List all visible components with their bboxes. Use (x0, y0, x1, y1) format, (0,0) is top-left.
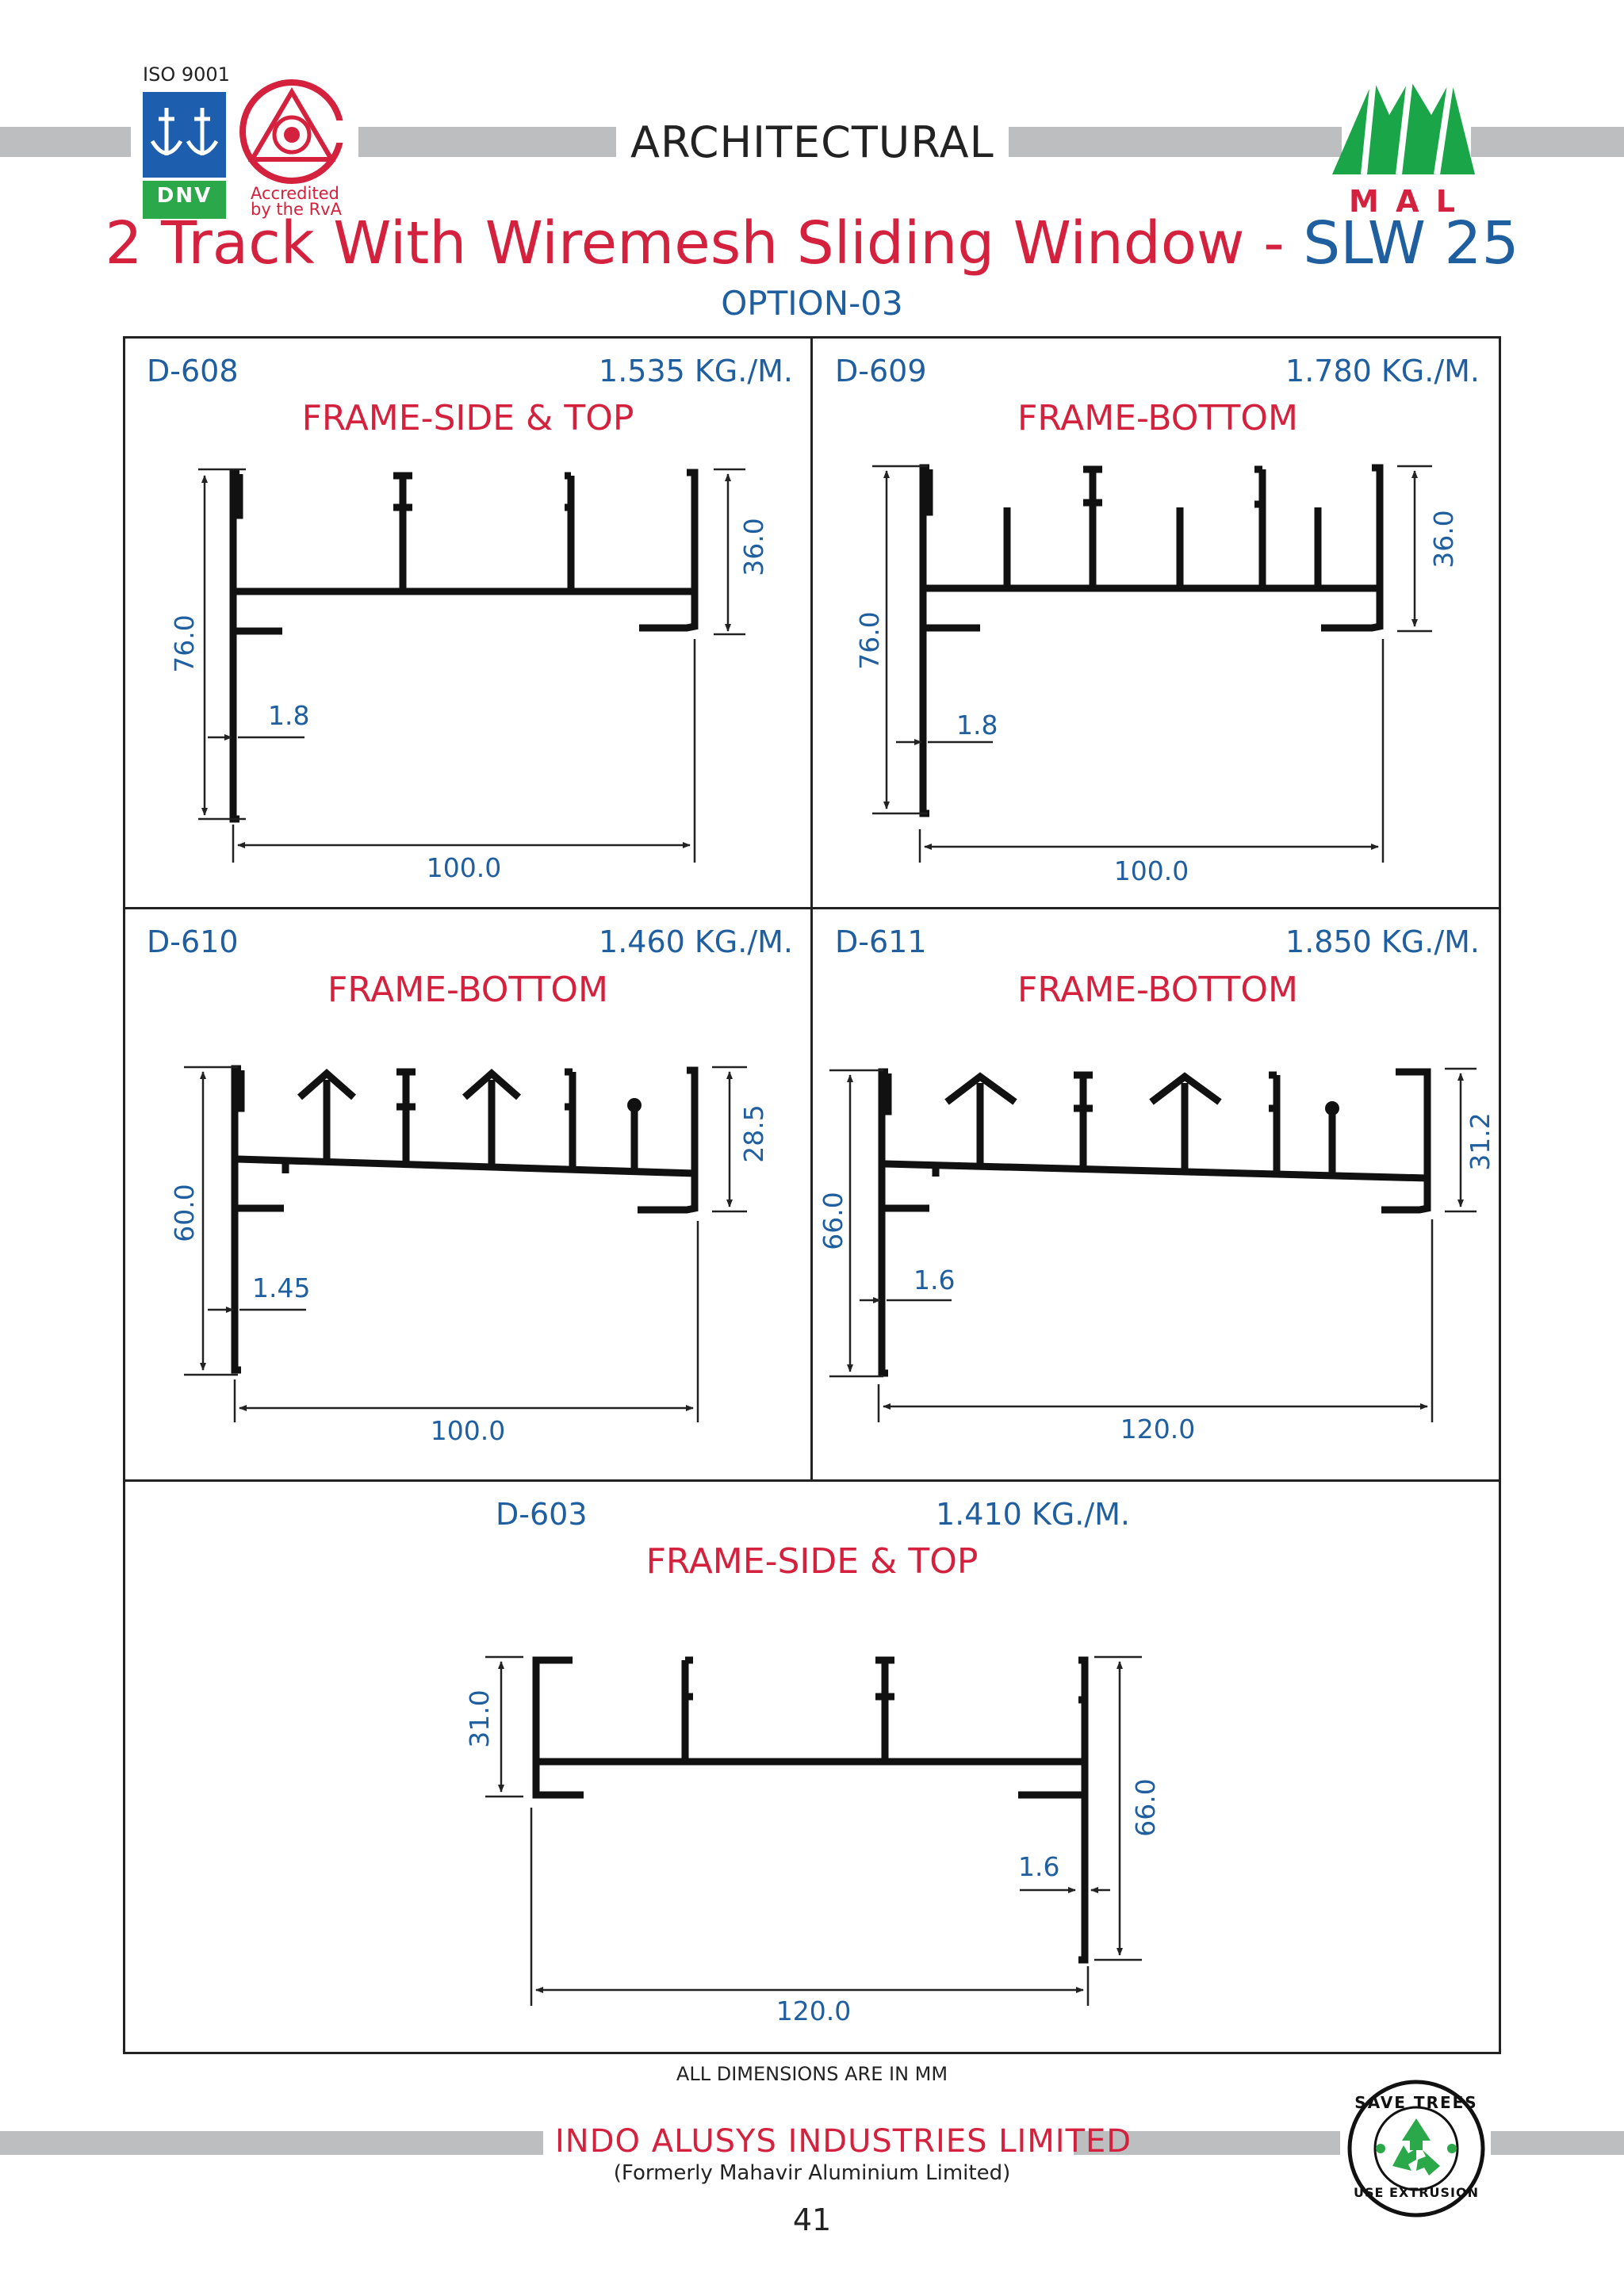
dnv-label: DNV (156, 184, 213, 208)
dim-thickness: 1.8 (268, 700, 309, 731)
dim-thickness: 1.6 (1018, 1851, 1059, 1882)
save-trees-badge (1347, 2080, 1485, 2218)
dimension-lines-d608: 76.0 36.0 1.8 100.0 (169, 468, 769, 883)
profile-drawing-d603 (532, 1656, 1089, 1964)
dim-thickness: 1.6 (914, 1265, 955, 1295)
dimension-lines-d609: 76.0 36.0 1.8 100.0 (854, 465, 1459, 886)
frame-bottom (123, 2052, 1501, 2054)
dimension-lines-d611: 66.0 31.2 1.6 120.0 (818, 1067, 1496, 1445)
profile-weight: 1.535 KG./M. (599, 354, 793, 388)
badge-bottom-text: USE EXTRUSION (1354, 2185, 1479, 2200)
rva-label: by the RvA (251, 200, 342, 219)
footer-band-right (1074, 2131, 1340, 2155)
profile-weight: 1.410 KG./M. (936, 1497, 1130, 1532)
dim-width: 120.0 (1120, 1414, 1195, 1445)
category-heading: ARCHITECTURAL (630, 117, 994, 167)
option-label: OPTION-03 (721, 284, 903, 323)
profile-name: FRAME-BOTTOM (327, 970, 608, 1010)
company-name: INDO ALUSYS INDUSTRIES LIMITED (555, 2123, 1132, 2160)
header-band-far-right (1471, 127, 1624, 157)
dim-width: 100.0 (427, 852, 501, 883)
badge-top-text: SAVE TREES (1354, 2093, 1478, 2112)
dim-thickness: 1.45 (252, 1272, 310, 1303)
profile-code: D-608 (147, 354, 239, 388)
company-formerly: (Formerly Mahavir Aluminium Limited) (613, 2161, 1011, 2185)
dimension-lines-d610: 60.0 28.5 1.45 100.0 (169, 1066, 769, 1446)
page-number: 41 (792, 2202, 832, 2237)
dim-depth: 28.5 (738, 1104, 769, 1162)
header-band-middle (358, 127, 616, 157)
profile-weight: 1.460 KG./M. (599, 924, 793, 959)
dim-height: 60.0 (169, 1184, 200, 1242)
profile-drawing-d609 (919, 464, 1384, 817)
iso-label: ISO 9001 (143, 63, 230, 86)
header-band-left (0, 127, 131, 157)
footer-band-far-right (1491, 2131, 1624, 2155)
header-band-right (1009, 127, 1342, 157)
profile-code: D-603 (496, 1497, 588, 1532)
footer-band-left (0, 2131, 543, 2155)
profile-drawing-d608 (229, 469, 699, 823)
rva-logo (239, 79, 347, 184)
profile-name: FRAME-SIDE & TOP (645, 1541, 979, 1582)
dim-depth: 31.2 (1465, 1112, 1496, 1170)
profile-drawing-d611 (878, 1068, 1431, 1377)
dim-height: 76.0 (854, 611, 885, 669)
title-series: SLW 25 (1303, 209, 1519, 277)
profile-drawing-d610 (231, 1065, 699, 1374)
accredited-label: Accredited (251, 184, 339, 203)
profile-name: FRAME-BOTTOM (1017, 970, 1298, 1010)
profile-weight: 1.780 KG./M. (1285, 354, 1480, 388)
frame-col-divider (810, 336, 813, 1482)
profile-code: D-610 (147, 924, 239, 959)
mal-logo (1332, 78, 1475, 175)
dim-depth: 36.0 (1428, 510, 1459, 568)
mal-brand-text: M A L (1349, 184, 1458, 219)
dim-depth: 36.0 (738, 518, 769, 576)
dnv-logo (143, 92, 226, 219)
dim-thickness: 1.8 (956, 710, 998, 740)
dim-width: 100.0 (1114, 855, 1189, 886)
dimension-lines-d603: 31.0 66.0 1.6 120.0 (464, 1655, 1161, 2026)
frame-left (123, 336, 125, 2054)
dim-height: 66.0 (1130, 1778, 1161, 1836)
title-main: 2 Track With Wiremesh Sliding Window - (105, 209, 1304, 277)
profile-code: D-609 (835, 354, 927, 388)
dim-width: 120.0 (776, 1996, 851, 2026)
frame-right (1499, 336, 1501, 2054)
profile-weight: 1.850 KG./M. (1285, 924, 1480, 959)
dim-width: 100.0 (431, 1415, 505, 1446)
profile-name: FRAME-SIDE & TOP (301, 398, 634, 438)
dim-height: 76.0 (169, 614, 200, 672)
page-title: 2 Track With Wiremesh Sliding Window - S… (0, 209, 1624, 277)
profile-code: D-611 (835, 924, 927, 959)
dim-depth: 31.0 (464, 1689, 495, 1747)
profile-name: FRAME-BOTTOM (1017, 398, 1298, 438)
dim-height: 66.0 (818, 1192, 848, 1249)
dimensions-note: ALL DIMENSIONS ARE IN MM (676, 2063, 948, 2085)
